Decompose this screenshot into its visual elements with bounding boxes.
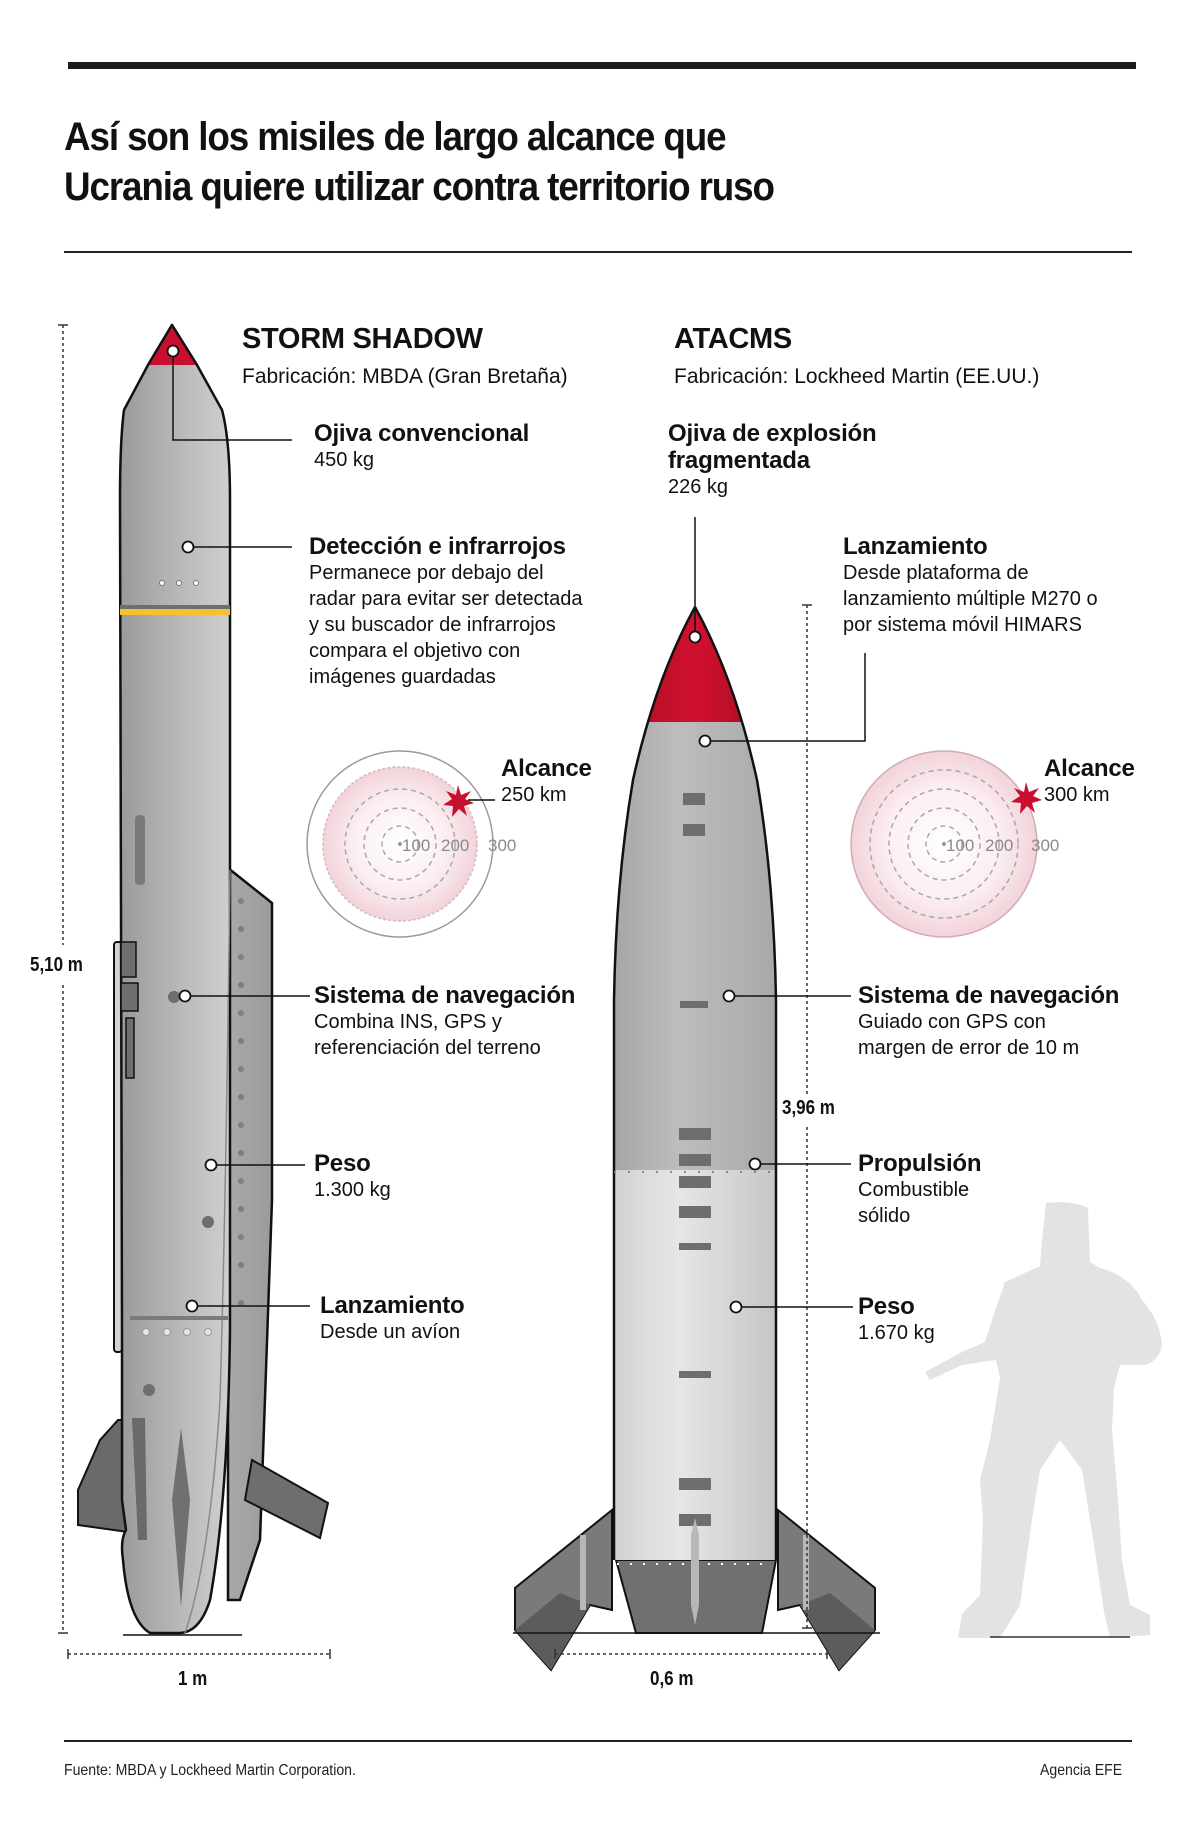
footer-rule: [64, 1740, 1132, 1742]
callout-text: referenciación del terreno: [314, 1037, 541, 1059]
callout-text: 226 kg: [668, 476, 729, 498]
callout-text: 250 km: [501, 784, 567, 806]
callout-title: Peso: [314, 1150, 371, 1177]
callout-text: Permanece por debajo del: [309, 562, 544, 584]
ss-callout-warhead: Ojiva convencional 450 kg: [314, 420, 529, 473]
atacms-missile: [513, 517, 880, 1672]
callout-text: Desde un avíon: [320, 1321, 461, 1343]
ss-callout-navigation: Sistema de navegación Combina INS, GPS y…: [314, 982, 575, 1061]
ss-callout-weight: Peso 1.300 kg: [314, 1150, 391, 1203]
title-line-2: Ucrania quiere utilizar contra territori…: [64, 165, 775, 209]
callout-text: por sistema móvil HIMARS: [843, 614, 1082, 636]
atacms-range-chart: 100 200 300: [850, 750, 1059, 938]
ss-width-label: 1 m: [178, 1668, 208, 1690]
at-callout-range: Alcance 300 km: [1044, 755, 1135, 808]
callout-title: Detección e infrarrojos: [309, 533, 566, 560]
callout-title: Alcance: [1044, 755, 1135, 782]
callout-title: Ojiva de explosión: [668, 420, 877, 447]
source-note: Fuente: MBDA y Lockheed Martin Corporati…: [64, 1762, 356, 1779]
callout-title: fragmentada: [668, 447, 810, 474]
storm-shadow-title: STORM SHADOW: [242, 323, 483, 355]
callout-text: 1.670 kg: [858, 1322, 935, 1344]
callout-text: y su buscador de infrarrojos: [309, 614, 556, 636]
callout-title: Sistema de navegación: [314, 982, 576, 1009]
callout-text: lanzamiento múltiple M270 o: [843, 588, 1098, 610]
at-callout-navigation: Sistema de navegación Guiado con GPS con…: [858, 982, 1119, 1061]
callout-text: margen de error de 10 m: [858, 1037, 1080, 1059]
ss-callout-detection: Detección e infrarrojos Permanece por de…: [309, 533, 583, 690]
callout-title: Alcance: [501, 755, 592, 782]
storm-shadow-maker: Fabricación: MBDA (Gran Bretaña): [242, 365, 568, 388]
page-title: Así son los misiles de largo alcance que…: [64, 112, 984, 212]
storm-shadow-missile: [20, 323, 331, 1659]
callout-text: Desde plataforma de: [843, 562, 1029, 584]
atacms-maker: Fabricación: Lockheed Martin (EE.UU.): [674, 365, 1040, 388]
at-width-label: 0,6 m: [650, 1668, 694, 1690]
agency-credit: Agencia EFE: [1040, 1762, 1123, 1779]
soldier-silhouette: [925, 1202, 1162, 1638]
svg-text:100: 100: [402, 836, 430, 855]
callout-title: Sistema de navegación: [858, 982, 1120, 1009]
callout-text: sólido: [858, 1205, 911, 1227]
svg-text:300: 300: [488, 836, 516, 855]
callout-text: 300 km: [1044, 784, 1110, 806]
callout-text: imágenes guardadas: [309, 666, 496, 688]
callout-title: Ojiva convencional: [314, 420, 530, 447]
callout-text: Combina INS, GPS y: [314, 1011, 502, 1033]
callout-text: compara el objetivo con: [309, 640, 521, 662]
svg-text:200: 200: [985, 836, 1013, 855]
callout-text: Combustible: [858, 1179, 970, 1201]
title-line-1: Así son los misiles de largo alcance que: [64, 115, 727, 159]
header-rule: [64, 251, 1132, 253]
callout-title: Lanzamiento: [320, 1292, 465, 1319]
callout-title: Peso: [858, 1293, 915, 1320]
callout-text: 1.300 kg: [314, 1179, 391, 1201]
ss-callout-launch: Lanzamiento Desde un avíon: [320, 1292, 465, 1345]
at-height-label: 3,96 m: [782, 1097, 835, 1119]
ss-callout-range: Alcance 250 km: [501, 755, 592, 808]
callout-text: radar para evitar ser detectada: [309, 588, 583, 610]
at-callout-propulsion: Propulsión Combustible sólido: [858, 1150, 982, 1229]
svg-text:100: 100: [946, 836, 974, 855]
at-callout-launch: Lanzamiento Desde plataforma de lanzamie…: [843, 533, 1098, 638]
svg-text:300: 300: [1031, 836, 1059, 855]
at-callout-warhead: Ojiva de explosión fragmentada 226 kg: [668, 420, 877, 500]
svg-text:200: 200: [441, 836, 469, 855]
ss-height-label: 5,10 m: [30, 954, 83, 976]
atacms-title: ATACMS: [674, 323, 792, 355]
callout-text: Guiado con GPS con: [858, 1011, 1046, 1033]
storm-shadow-range-chart: 100 200 300: [306, 750, 516, 938]
at-callout-weight: Peso 1.670 kg: [858, 1293, 935, 1346]
callout-title: Propulsión: [858, 1150, 982, 1177]
callout-title: Lanzamiento: [843, 533, 988, 560]
top-rule: [68, 62, 1136, 69]
callout-text: 450 kg: [314, 449, 375, 471]
